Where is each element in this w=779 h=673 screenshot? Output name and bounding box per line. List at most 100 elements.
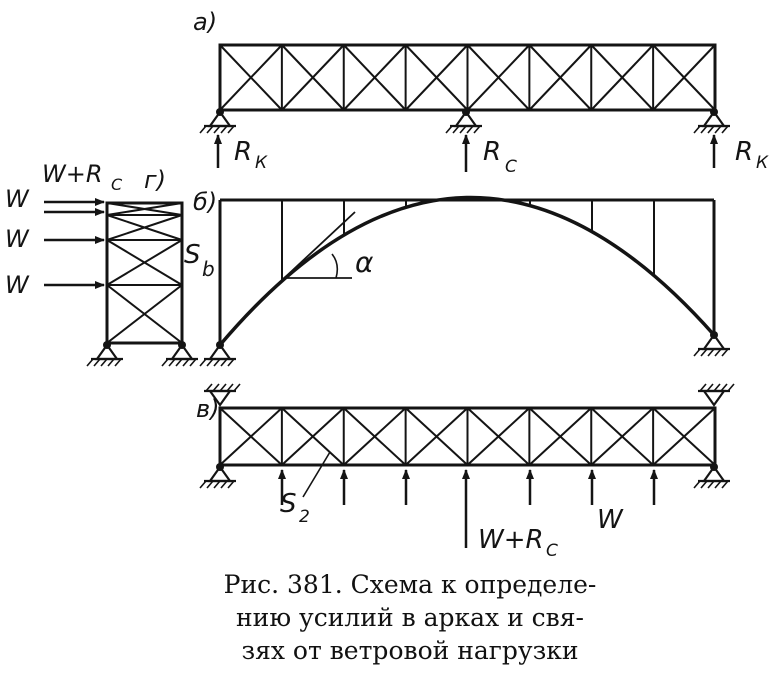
ground-hatch [199, 480, 207, 489]
panel-v-wind-arrows [278, 469, 658, 548]
force-label-sb-sub: b [202, 257, 215, 281]
ground-hatch [693, 348, 701, 357]
ground-hatch [213, 480, 221, 489]
ground-hatch [714, 125, 722, 134]
panel-g-tower [105, 201, 184, 345]
truss-diagonal [404, 407, 469, 466]
reaction-label-left: R [234, 137, 252, 167]
ground-hatch [700, 480, 708, 489]
arch-support-right [693, 331, 730, 357]
ground-hatch [714, 480, 722, 489]
ground-hatch [707, 125, 715, 134]
truss-diagonal [466, 44, 531, 111]
truss-diagonal [343, 44, 407, 111]
ground-hatch [693, 125, 701, 134]
wind-plus-rc-label-bottom: W+R [478, 525, 544, 555]
ground-hatch [205, 383, 213, 392]
caption-line-1: Рис. 381. Схема к определе- [223, 570, 597, 599]
s2-leader [302, 451, 331, 498]
arch-support-left [199, 341, 236, 367]
wind-label-left-3: W [5, 271, 30, 299]
ground-hatch [206, 125, 214, 134]
ground-hatch [700, 348, 708, 357]
truss-diagonal [528, 407, 592, 466]
panel-label-v: в) [196, 395, 220, 423]
ground-hatch [233, 383, 241, 392]
angle-label: α [355, 246, 374, 279]
ground-hatch [445, 125, 453, 134]
wind-label-left-1: W [5, 185, 30, 213]
truss-diagonal [466, 407, 531, 466]
truss-diagonal [281, 44, 345, 111]
wind-plus-rc-label-top-sub: C [111, 175, 123, 194]
wind-label-bottom: W [597, 505, 624, 535]
reaction-label-center-sub: C [505, 157, 517, 177]
ground-hatch [212, 383, 220, 392]
truss-diagonal [590, 44, 654, 111]
panel-v-supports [199, 383, 735, 489]
figure-caption: Рис. 381. Схема к определе- нию усилий в… [150, 568, 670, 667]
truss-diagonal [343, 407, 407, 466]
ground-hatch [168, 358, 176, 367]
truss-diagonal [590, 407, 654, 466]
ground-hatch [100, 358, 108, 367]
tower-support-left [86, 341, 123, 367]
ground-hatch [700, 125, 708, 134]
truss-diagonal [652, 407, 716, 466]
truss-diagonal [652, 44, 716, 111]
truss-diagonal [219, 44, 283, 111]
truss-diagonal [404, 44, 469, 111]
ground-hatch [707, 480, 715, 489]
panel-g-supports [86, 341, 198, 367]
panel-a-supports [199, 108, 730, 134]
reaction-label-center: R [483, 137, 501, 167]
panel-label-g: г) [144, 166, 166, 194]
ground-hatch [721, 125, 729, 134]
ground-hatch [93, 358, 101, 367]
tower-diagonal [106, 239, 183, 286]
ground-hatch [175, 358, 183, 367]
ground-hatch [213, 358, 221, 367]
truss-diagonal [219, 407, 283, 466]
ground-hatch [727, 383, 735, 392]
ground-hatch [161, 358, 169, 367]
ground-hatch [206, 358, 214, 367]
ground-hatch [699, 383, 707, 392]
ground-hatch [227, 480, 235, 489]
force-label-s2: S [280, 489, 297, 519]
ground-hatch [721, 480, 729, 489]
reaction-label-right: R [735, 137, 753, 167]
ground-hatch [182, 358, 190, 367]
panel-b-arch [218, 195, 716, 347]
ground-hatch [693, 480, 701, 489]
tower-diagonal [106, 202, 183, 216]
reaction-label-left-sub: К [255, 153, 268, 173]
panel-label-a: а) [193, 8, 217, 36]
ground-hatch [466, 125, 474, 134]
truss-diagonal [528, 44, 592, 111]
wind-arrows-left [44, 198, 105, 289]
ground-hatch [706, 383, 714, 392]
tower-support-right [161, 341, 198, 367]
ground-hatch [219, 383, 227, 392]
ground-hatch [452, 125, 460, 134]
caption-line-2: нию усилий в арках и свя- [236, 603, 584, 632]
ground-hatch [707, 348, 715, 357]
hanging-support-right [698, 383, 735, 407]
tower-diagonal [106, 284, 183, 344]
support-center [445, 108, 482, 134]
ground-hatch [220, 480, 228, 489]
wind-plus-rc-label-bottom-sub: C [546, 541, 558, 561]
tower-diagonal [106, 214, 183, 241]
force-label-s2-sub: 2 [299, 507, 310, 527]
panel-b-supports [199, 331, 730, 367]
ground-hatch [721, 348, 729, 357]
truss-diagonal [281, 407, 345, 466]
bottom-support-left [199, 463, 236, 489]
ground-hatch [226, 383, 234, 392]
bottom-support-right [693, 463, 730, 489]
ground-hatch [714, 348, 722, 357]
force-label-sb: S [184, 240, 201, 270]
caption-line-3: зях от ветровой нагрузки [241, 636, 579, 665]
